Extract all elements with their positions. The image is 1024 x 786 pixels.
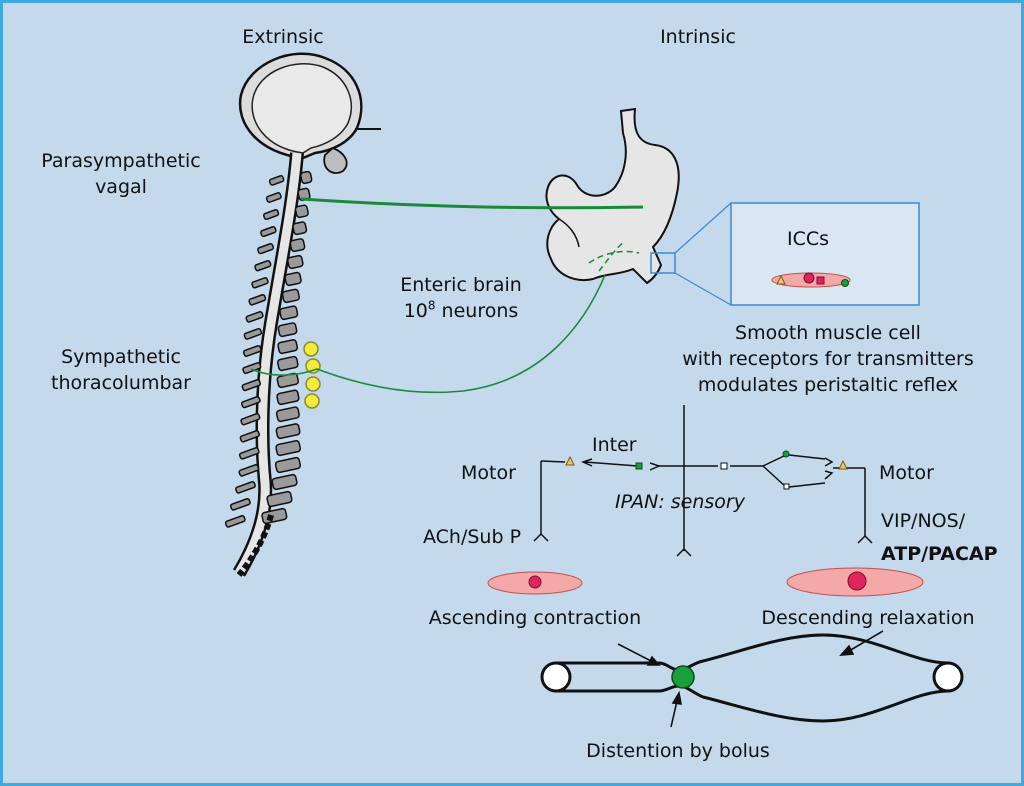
vertebra [292, 221, 308, 236]
spinous-process [260, 225, 277, 238]
zoom-line-bottom [674, 272, 732, 306]
spinous-process [262, 208, 280, 221]
distention-label: Distention by bolus [586, 740, 770, 762]
motor-left-label: Motor [461, 462, 516, 484]
spinous-process [268, 174, 285, 186]
vertebra [284, 271, 302, 287]
enteric-brain-label: Enteric brain [400, 274, 522, 296]
vertebra [277, 322, 298, 338]
icc-receptor-square [816, 276, 825, 285]
vertebra [275, 406, 300, 423]
reflex-receptors [565, 450, 848, 490]
stomach-illustration [545, 107, 680, 285]
spinous-process [243, 327, 263, 340]
iccs-label: ICCs [786, 228, 830, 250]
vertebra [276, 389, 300, 406]
vagal-label: vagal [95, 176, 147, 198]
spinous-process [245, 310, 264, 323]
gut-tube [540, 633, 964, 723]
spinous-process [229, 497, 251, 511]
zoom-source-box [650, 252, 676, 274]
thoracolumbar-label: thoracolumbar [51, 372, 191, 394]
icc-receptor-triangle [776, 274, 786, 285]
parasympathetic-label: Parasympathetic [41, 150, 201, 172]
vertebra [271, 473, 298, 491]
arrows [617, 630, 884, 728]
vagal-nerve [300, 197, 644, 210]
vertebra [275, 423, 301, 440]
diagram-drawing [224, 52, 964, 728]
spinous-process [248, 293, 267, 306]
ipan-label: IPAN: sensory [615, 491, 745, 513]
sympathetic-nerve [250, 274, 606, 394]
descending-relaxation-label: Descending relaxation [761, 607, 975, 629]
spinal-column [224, 152, 313, 577]
descending-muscle-nucleus [847, 571, 867, 591]
vertebra [279, 305, 299, 321]
vertebra [281, 288, 300, 304]
spinous-process [257, 242, 275, 255]
spinous-process [254, 259, 272, 272]
bolus [671, 665, 695, 689]
inter-label: Inter [592, 434, 637, 456]
spinous-process [224, 514, 246, 528]
ach-label: ACh/Sub P [423, 526, 522, 548]
ascending-contraction-label: Ascending contraction [428, 607, 642, 629]
vertebra [276, 355, 299, 372]
extrinsic-heading: Extrinsic [242, 26, 324, 48]
spinous-process [242, 362, 262, 375]
sympathetic-label: Sympathetic [61, 346, 181, 368]
zoom-line-top [674, 202, 732, 254]
brain-illustration [238, 52, 381, 174]
vertebra [286, 254, 304, 270]
smooth-muscle-line1: Smooth muscle cell [735, 322, 921, 344]
icc-nucleus [803, 272, 815, 284]
spinous-process [242, 344, 262, 357]
spinous-process [238, 447, 260, 460]
vertebra [266, 490, 293, 508]
smooth-muscle-line3: modulates peristaltic reflex [697, 374, 959, 396]
spinous-process [240, 412, 261, 426]
icc-receptor-circle [841, 279, 849, 287]
sympathetic-ganglia [303, 341, 321, 409]
spinous-process [235, 480, 256, 494]
vertebra [274, 456, 302, 474]
atp-label: ATP/PACAP [881, 543, 998, 565]
icc-zoom-box [730, 202, 920, 306]
vertebra [289, 238, 306, 253]
vertebra [277, 339, 299, 355]
spinous-process [241, 378, 262, 392]
neuron-count-label: 108 neurons [403, 298, 519, 322]
smooth-muscle-line2: with receptors for transmitters [682, 348, 974, 370]
intrinsic-heading: Intrinsic [660, 26, 736, 48]
spinous-process [240, 395, 261, 409]
motor-right-label: Motor [879, 462, 934, 484]
spinous-process [239, 429, 261, 443]
vertebra [299, 170, 313, 185]
vertebra [275, 440, 302, 457]
ascending-muscle-nucleus [528, 575, 542, 589]
spinous-process [238, 463, 260, 477]
spinous-process [265, 192, 282, 203]
reflex-circuit [533, 405, 873, 557]
vertebra [294, 204, 309, 219]
spinous-process [251, 277, 269, 289]
vip-label: VIP/NOS/ [881, 510, 966, 532]
